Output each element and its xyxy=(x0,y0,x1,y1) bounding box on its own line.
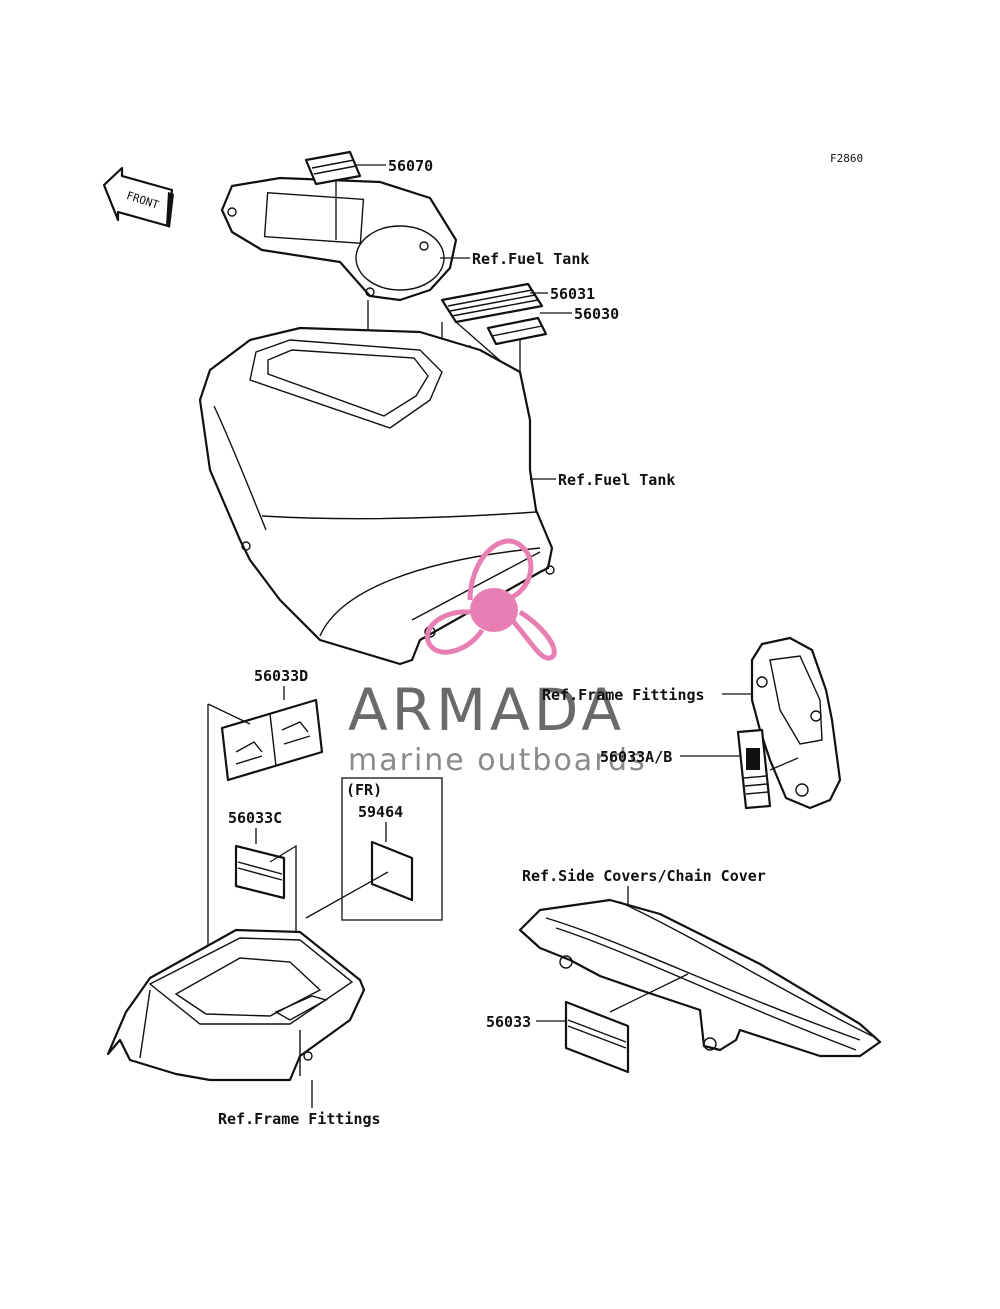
label-56033ab: 56033A/B xyxy=(600,748,672,766)
decal-56031 xyxy=(440,282,544,324)
tank-cover-plate xyxy=(220,176,458,302)
decal-59464 xyxy=(370,840,414,902)
label-fr: (FR) xyxy=(346,781,382,799)
decal-56033 xyxy=(564,1000,630,1074)
label-ref-fuel-tank-body: Ref.Fuel Tank xyxy=(558,471,675,489)
decal-56070 xyxy=(304,150,362,186)
label-56031: 56031 xyxy=(550,285,595,303)
label-56070: 56070 xyxy=(388,157,433,175)
frame-tray xyxy=(106,928,366,1082)
armada-logo-icon xyxy=(425,538,557,661)
label-ref-frame-fittings-bottom: Ref.Frame Fittings xyxy=(218,1110,381,1128)
label-ref-side-covers: Ref.Side Covers/Chain Cover xyxy=(522,867,766,885)
watermark-brand: ARMADA xyxy=(348,676,625,744)
watermark-tagline: marine outboards xyxy=(348,743,647,778)
decal-56033c xyxy=(234,844,286,900)
decal-56030 xyxy=(486,316,548,346)
label-56030: 56030 xyxy=(574,305,619,323)
label-56033d: 56033D xyxy=(254,667,308,685)
front-arrow-icon: FRONT xyxy=(102,166,174,228)
figure-code: F2860 xyxy=(830,152,863,165)
label-ref-frame-fittings-right: Ref.Frame Fittings xyxy=(542,686,705,704)
decal-56033ab xyxy=(736,728,772,810)
fr-detail-box xyxy=(341,777,443,921)
decal-56033d xyxy=(220,698,324,782)
chain-cover xyxy=(518,898,882,1058)
label-56033: 56033 xyxy=(486,1013,531,1031)
label-ref-fuel-tank-top: Ref.Fuel Tank xyxy=(472,250,589,268)
label-59464: 59464 xyxy=(358,803,403,821)
label-56033c: 56033C xyxy=(228,809,282,827)
